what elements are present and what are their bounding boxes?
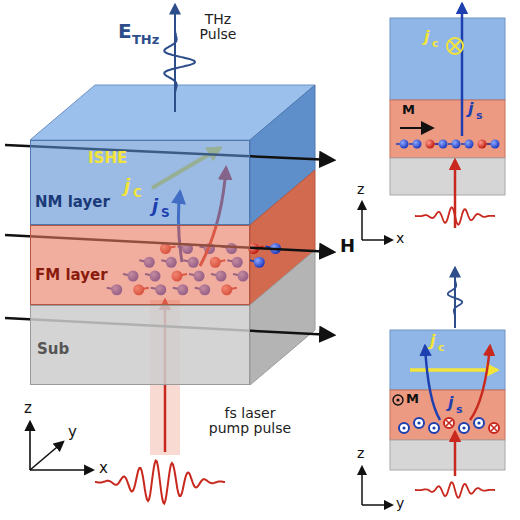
spin-electron	[439, 140, 448, 149]
spin-electron	[426, 140, 435, 149]
field-subscript: THz	[132, 33, 159, 47]
spin-out	[432, 426, 435, 429]
current-subscript: c	[432, 38, 439, 50]
axis-label: z	[357, 446, 364, 461]
spin-electron	[489, 423, 499, 433]
current-symbol: j	[430, 332, 435, 350]
current-symbol: j	[152, 196, 158, 216]
spin-out	[462, 426, 465, 429]
spin-electron	[474, 418, 484, 428]
spin-electron	[452, 140, 461, 149]
substrate: Sub	[30, 305, 250, 385]
axis-label: z	[357, 182, 364, 197]
layer-label: NM layer	[35, 193, 110, 211]
layer-label: FM layer	[35, 266, 108, 284]
spin-out	[417, 421, 420, 424]
spin-electron	[254, 257, 265, 268]
spin-out	[477, 421, 480, 424]
current-symbol: j	[468, 100, 473, 118]
spin-electron	[465, 140, 474, 149]
spin-electron	[478, 140, 487, 149]
effect-label: ISHE	[88, 150, 127, 167]
current-subscript: s	[456, 404, 463, 416]
spin-electron	[413, 140, 422, 149]
spin-out	[402, 426, 405, 429]
axis-label: y	[68, 424, 77, 441]
axis-label: x	[396, 231, 404, 246]
pulse-label: THz Pulse	[194, 12, 242, 43]
current-symbol: j	[448, 394, 453, 412]
axis-label: x	[99, 460, 108, 477]
magnetization-label: M	[406, 392, 419, 406]
magnetization-label: M	[402, 103, 415, 117]
axis-label: y	[396, 496, 404, 511]
fm-layer: FM layer	[30, 225, 250, 305]
layer-label: Sub	[37, 340, 69, 358]
current-subscript: S	[161, 207, 170, 220]
laser-pulse	[415, 482, 495, 498]
spin-electron	[459, 423, 469, 433]
current-symbol: j	[124, 176, 130, 196]
pulse-label: fs laser pump pulse	[208, 406, 292, 437]
nm-layer: NM layer	[30, 140, 250, 225]
spin-electron	[414, 418, 424, 428]
axis-label: z	[24, 400, 32, 417]
current-symbol: j	[424, 28, 429, 46]
spin-into	[446, 420, 452, 426]
current-subscript: c	[438, 342, 445, 354]
current-subscript: s	[476, 110, 483, 122]
spin-electron	[399, 423, 409, 433]
field-symbol: E	[118, 20, 132, 42]
field-label: H	[340, 236, 355, 256]
current-subscript: C	[133, 187, 142, 200]
spin-into	[491, 425, 497, 431]
spin-electron	[491, 140, 500, 149]
spin-electron	[444, 418, 454, 428]
thz-pulse	[164, 30, 195, 94]
spin-electron	[400, 140, 409, 149]
laser-pulse	[95, 461, 225, 504]
spin-electron	[429, 423, 439, 433]
